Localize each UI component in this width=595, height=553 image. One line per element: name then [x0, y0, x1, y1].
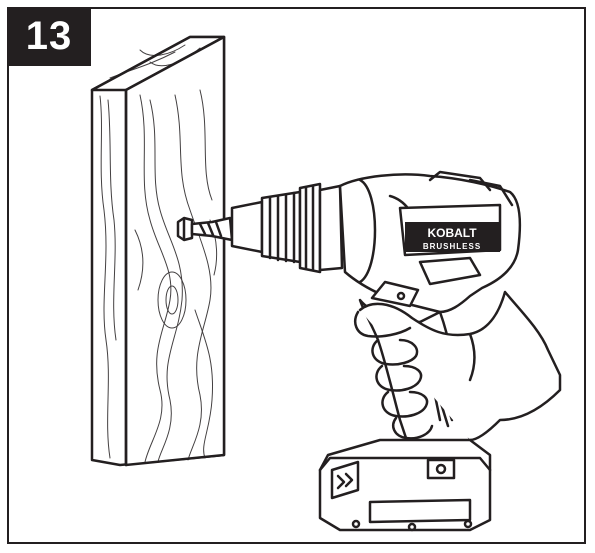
- drill-subbrand: BRUSHLESS: [423, 242, 481, 251]
- wood-board-icon: [90, 35, 226, 467]
- step-number: 13: [25, 14, 73, 58]
- battery-pack-icon: [318, 438, 492, 532]
- brand-logo-icon: KOBALT BRUSHLESS: [405, 222, 500, 252]
- drill-brand: KOBALT: [427, 226, 477, 240]
- step-number-badge: 13: [7, 7, 91, 66]
- screw-icon: [176, 216, 194, 242]
- hand-icon: [354, 290, 562, 442]
- chuck-icon: [230, 182, 344, 274]
